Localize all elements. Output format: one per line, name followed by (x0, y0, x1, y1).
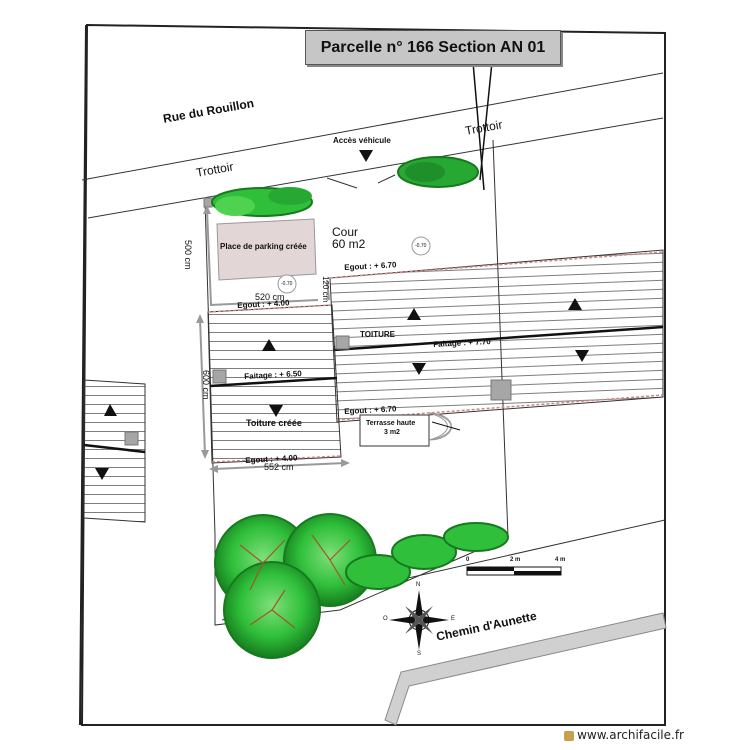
main-roof-eave-bottom (336, 394, 664, 421)
dimension-ticks (196, 205, 350, 473)
watermark[interactable]: www.archifacile.fr (564, 728, 684, 742)
neighbour-roof-ridge (83, 443, 146, 454)
slope-arrow-down (412, 363, 426, 375)
title-pointer-2 (479, 61, 493, 181)
slope-arrow-up (262, 339, 276, 351)
spot-level-parking: -0.70 (281, 281, 293, 287)
dim-new-roof-width: 552 cm (264, 462, 294, 472)
slope-arrow-down (95, 468, 109, 480)
main-roof-eave-top (329, 251, 664, 279)
gate-line-2 (377, 174, 396, 184)
spot-level-marker (277, 274, 297, 294)
vent-box (335, 335, 350, 350)
bush-right (397, 156, 479, 188)
slope-arrow-up (104, 404, 117, 416)
dim-parking-width: 520 cm (255, 292, 285, 302)
courtyard-area: 60 m2 (332, 237, 366, 251)
bush-left (211, 187, 313, 217)
dim-new-roof-depth: 600 cm (201, 370, 211, 400)
vent-box (124, 431, 139, 446)
terrace-arc (428, 412, 452, 441)
main-roof-ridge (332, 325, 664, 352)
slope-arrow-up (407, 308, 421, 320)
new-roof-eave-top (207, 304, 333, 313)
vehicle-access-label: Accès véhicule (333, 136, 391, 145)
vent-box (212, 369, 227, 384)
slope-arrows (95, 150, 589, 480)
vent-box (203, 197, 213, 208)
terrace-arrow (431, 421, 461, 431)
tree-group (214, 513, 509, 659)
spot-level-marker (411, 236, 431, 256)
scale-bar (466, 566, 562, 576)
scale-label-4m: 4 m (555, 557, 566, 563)
street-edge-bottom (87, 117, 664, 219)
terrace-name: Terrasse haute (366, 420, 416, 427)
street-edge-top (81, 72, 664, 181)
new-roof-ridge (209, 376, 338, 388)
wall-strip (384, 612, 667, 726)
slope-arrow-down (269, 405, 283, 417)
plan-title: Parcelle n° 166 Section AN 01 (305, 30, 561, 65)
compass-south: S (417, 651, 422, 657)
main-roof-label: TOITURE (360, 330, 395, 339)
parking-space (216, 218, 317, 281)
terrace-area: 3 m2 (384, 429, 400, 436)
dim-gap: 120 cm (321, 276, 330, 303)
watermark-text: www.archifacile.fr (577, 728, 684, 742)
compass-west: O (383, 616, 388, 622)
compass-north: N (416, 582, 421, 588)
compass-east: E (451, 616, 456, 622)
dim-parking-depth: 500 cm (183, 240, 193, 270)
neighbour-roof (83, 379, 146, 523)
title-pointer-1 (472, 61, 485, 191)
slope-arrow-down (359, 150, 373, 162)
archifacile-logo-icon (564, 730, 575, 741)
terrace (359, 414, 430, 447)
parcel-boundary-left (79, 24, 87, 726)
gate-line-1 (326, 177, 358, 189)
slope-arrow-down (575, 350, 589, 362)
courtyard-name: Cour (332, 225, 359, 239)
vent-box (490, 379, 512, 401)
new-roof-eave-bottom (211, 455, 342, 463)
scale-label-2m: 2 m (510, 557, 521, 563)
scale-label-0: 0 (466, 557, 470, 563)
spot-level-court: -0.70 (415, 243, 427, 249)
compass-rose (389, 590, 449, 650)
dimension-lines (199, 209, 346, 470)
new-roof-label: Toiture créée (246, 418, 302, 428)
slope-arrow-up (568, 298, 582, 310)
parking-label: Place de parking créée (220, 242, 307, 251)
